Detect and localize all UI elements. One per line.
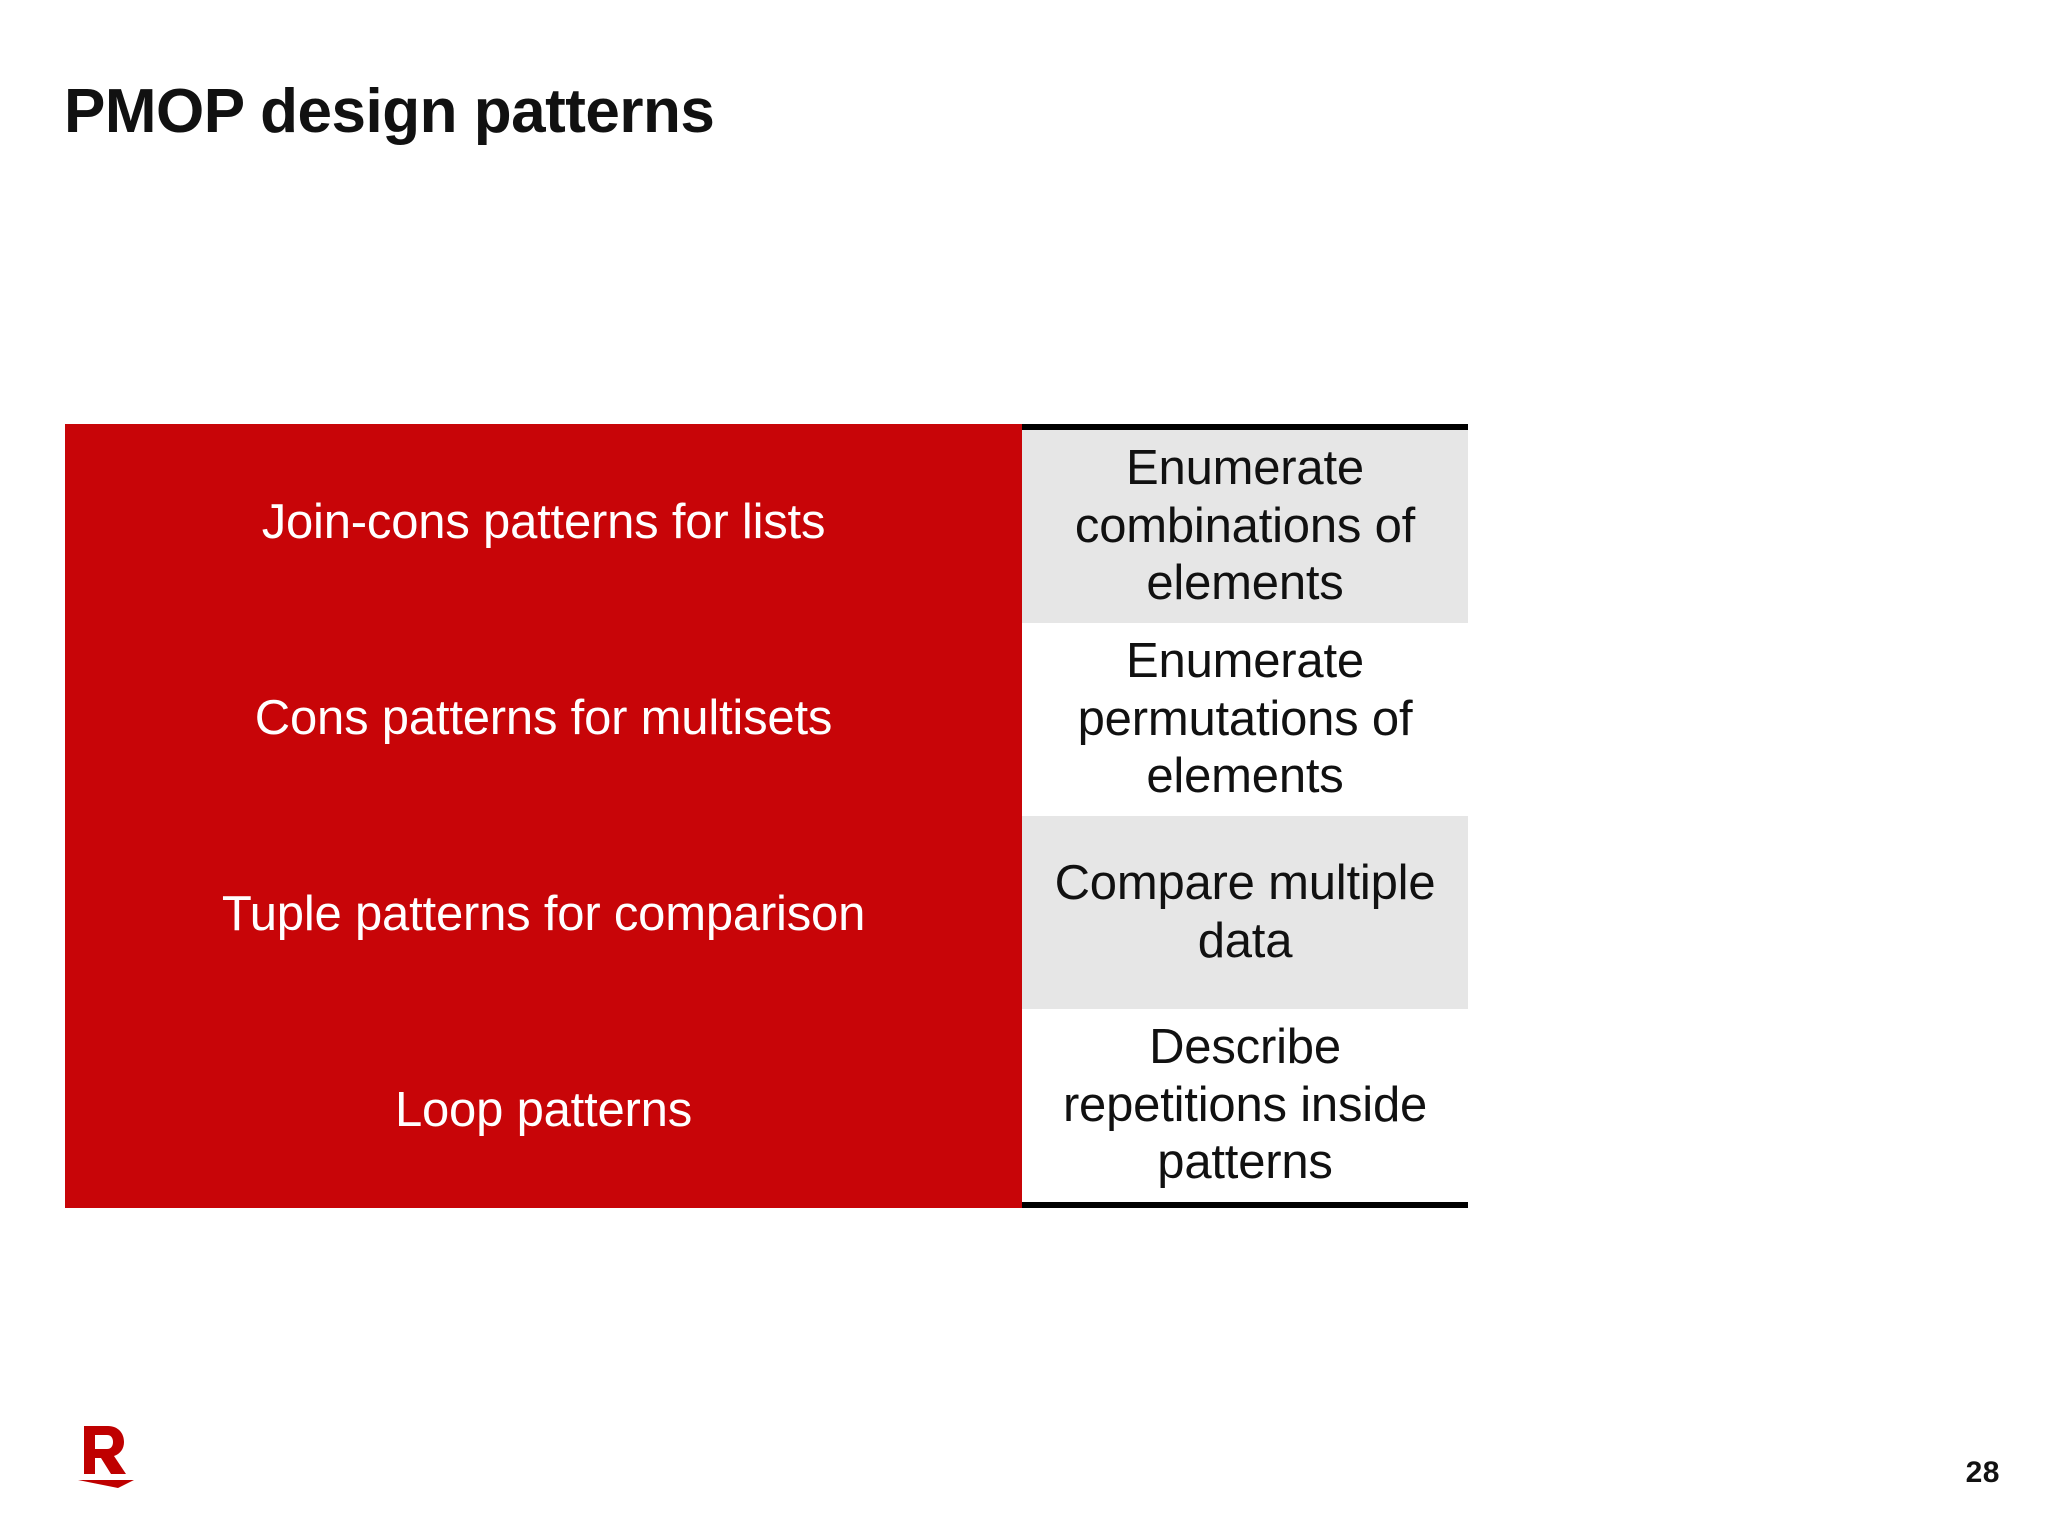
table-row: Tuple patterns for comparison: [65, 816, 1022, 1012]
table-row: Join-cons patterns for lists: [65, 424, 1022, 620]
purpose-label: Enumerate permutations of elements: [1077, 633, 1413, 804]
table-row: Cons patterns for multisets: [65, 620, 1022, 816]
table-row: Loop patterns: [65, 1012, 1022, 1208]
page-number: 28: [1965, 1456, 2000, 1489]
pattern-label: Loop patterns: [394, 1082, 693, 1137]
pattern-label: Cons patterns for multisets: [254, 690, 833, 745]
pattern-column: Join-cons patterns for lists Cons patter…: [65, 424, 1022, 1208]
pattern-label: Tuple patterns for comparison: [221, 886, 866, 941]
table-row: Compare multiple data: [1022, 816, 1468, 1009]
purpose-label: Compare multiple data: [1054, 855, 1436, 968]
purpose-label: Enumerate combinations of elements: [1074, 440, 1416, 611]
pattern-table: Join-cons patterns for lists Cons patter…: [65, 424, 1468, 1208]
purpose-label: Describe repetitions inside patterns: [1062, 1019, 1428, 1190]
pattern-label: Join-cons patterns for lists: [261, 494, 826, 549]
table-row: Enumerate permutations of elements: [1022, 623, 1468, 816]
rakuten-r-logo: [62, 1420, 148, 1492]
table-row: Describe repetitions inside patterns: [1022, 1009, 1468, 1202]
page-title: PMOP design patterns: [64, 77, 715, 146]
purpose-column: Enumerate combinations of elements Enume…: [1022, 424, 1468, 1208]
table-row: Enumerate combinations of elements: [1022, 430, 1468, 623]
